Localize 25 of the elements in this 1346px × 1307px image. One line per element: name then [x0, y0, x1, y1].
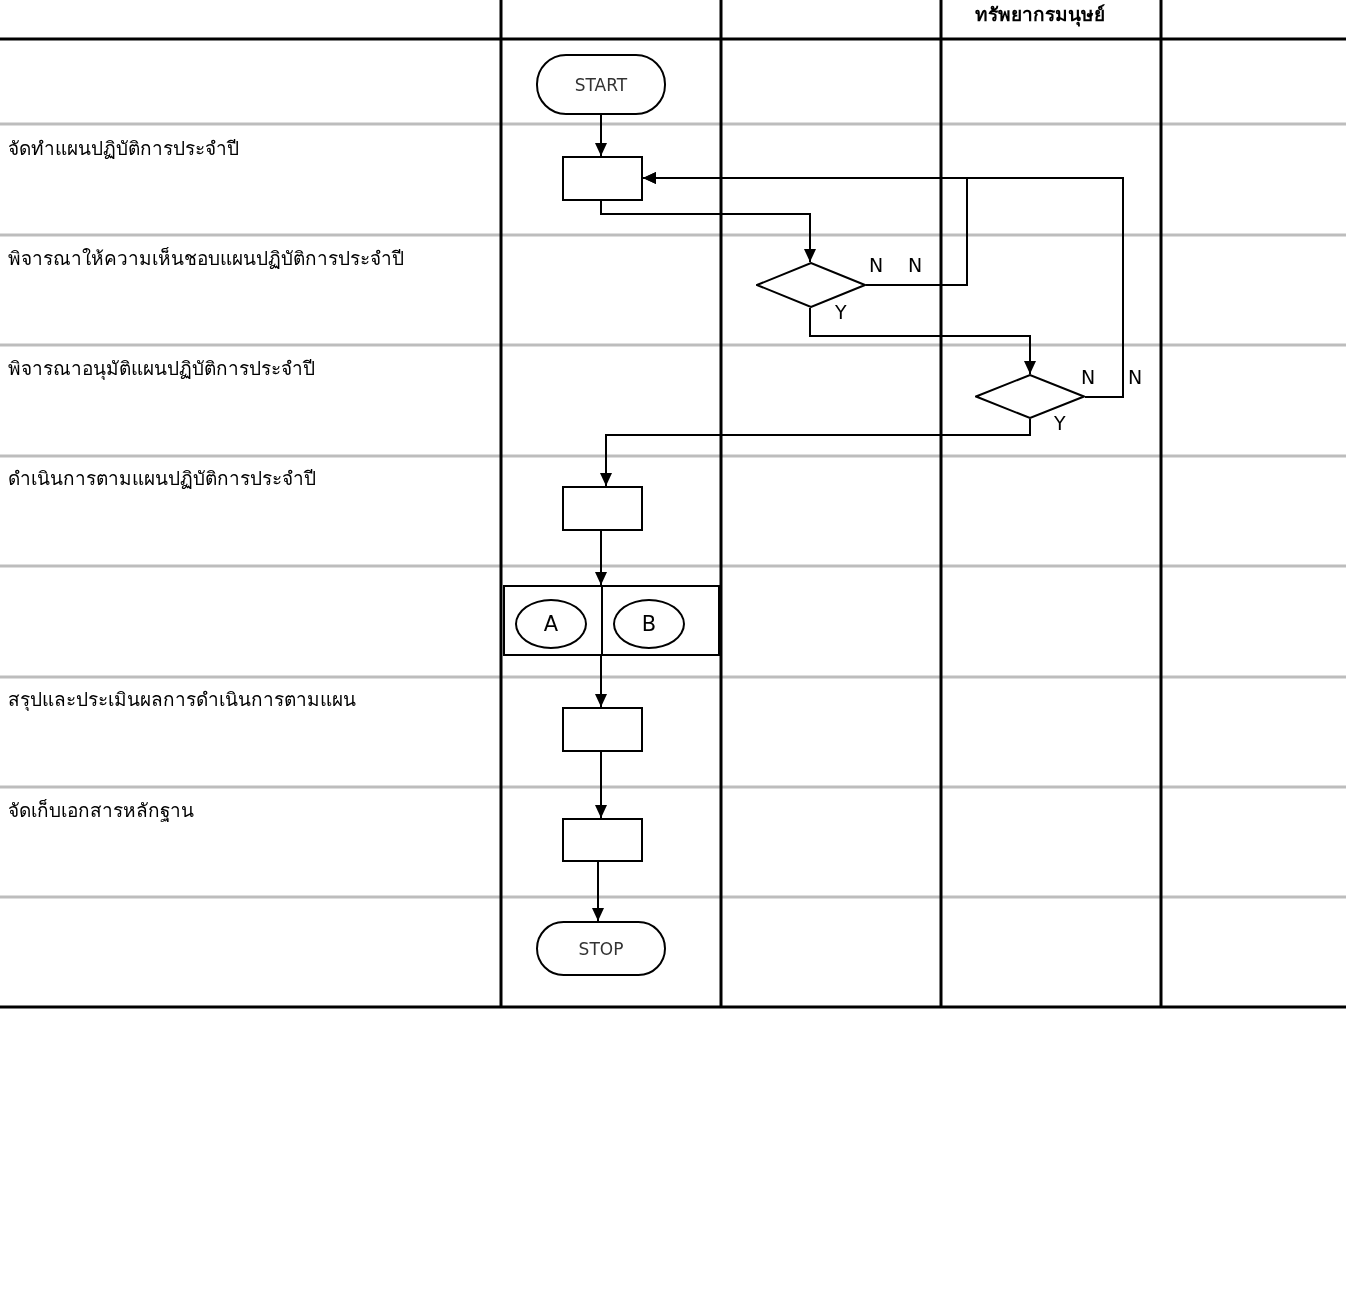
- arrow: [600, 200, 816, 263]
- row-label: สรุปและประเมินผลการดำเนินการตามแผน: [8, 687, 356, 712]
- arrow: [595, 530, 607, 586]
- arrow: [592, 861, 604, 922]
- process-box: [562, 156, 643, 201]
- arrow: [595, 114, 607, 157]
- row-label: พิจารณาให้ความเห็นชอบแผนปฏิบัติการประจำปี: [8, 246, 404, 271]
- process-box: [562, 707, 643, 752]
- process-box: [562, 818, 643, 862]
- arrow: [595, 655, 607, 708]
- row-label: ดำเนินการตามแผนปฏิบัติการประจำปี: [8, 466, 316, 491]
- connector-ellipse: B: [613, 599, 685, 649]
- row-label: จัดทำแผนปฏิบัติการประจำปี: [8, 136, 239, 161]
- connector-ellipse: A: [515, 599, 587, 649]
- arrow: [642, 172, 1124, 398]
- process-box: [503, 585, 720, 656]
- row-label: พิจารณาอนุมัติแผนปฏิบัติการประจำปี: [8, 356, 315, 381]
- terminal-shape: STOP: [536, 921, 666, 976]
- arrow: [809, 307, 1036, 375]
- row-label: จัดเก็บเอกสารหลักฐาน: [8, 798, 194, 823]
- arrow: [595, 751, 607, 819]
- process-box: [562, 486, 643, 531]
- arrow: [600, 418, 1031, 487]
- terminal-shape: START: [536, 54, 666, 115]
- column-header: ทรัพยากรมนุษย์: [975, 2, 1105, 27]
